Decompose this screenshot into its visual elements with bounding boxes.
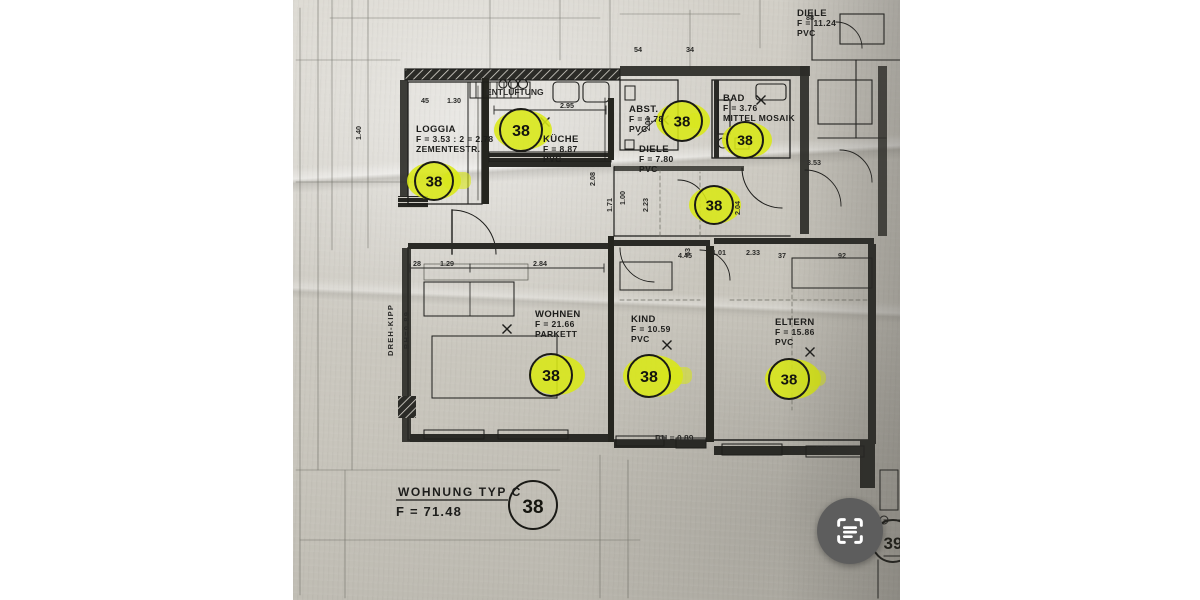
svg-text:KÜCHE: KÜCHE — [543, 134, 579, 145]
svg-text:PVC: PVC — [631, 334, 650, 344]
svg-text:PVC: PVC — [797, 28, 816, 38]
dimension-label: 3.53 — [807, 158, 821, 167]
document-scan-icon — [837, 518, 863, 544]
svg-text:F = 7.80: F = 7.80 — [639, 154, 674, 164]
unit-badge: 38 — [781, 371, 798, 388]
dimension-label: 1.71 — [605, 198, 614, 212]
dimension-label: 54 — [634, 45, 642, 54]
svg-text:F = 10.59: F = 10.59 — [631, 324, 671, 334]
svg-text:F = 3.53 : 2 = 2.78: F = 3.53 : 2 = 2.78 — [416, 134, 494, 144]
dimension-label: 1.01 — [712, 248, 726, 257]
svg-text:DIELE: DIELE — [639, 144, 669, 155]
svg-text:F = 3.76: F = 3.76 — [723, 103, 758, 113]
dimension-label: 2.23 — [641, 198, 650, 212]
plan-annotation: BH = 0.89 — [793, 444, 832, 454]
dimension-label: 2.04 — [733, 201, 742, 215]
unit-badge: 38 — [640, 369, 658, 386]
svg-text:BAD: BAD — [723, 93, 745, 104]
svg-text:WOHNEN: WOHNEN — [535, 309, 581, 320]
svg-text:PVC: PVC — [629, 124, 648, 134]
svg-text:F = 8.87: F = 8.87 — [543, 144, 578, 154]
svg-text:ELTERN: ELTERN — [775, 317, 815, 328]
dimension-label: 4.45 — [678, 251, 692, 260]
svg-text:LOGGIA: LOGGIA — [416, 124, 456, 135]
neighbor-unit-badge: 39 — [884, 534, 900, 553]
dimension-label: 63 — [683, 248, 692, 256]
dimension-label: 1.00 — [618, 191, 627, 205]
dimension-label: 88 — [806, 13, 814, 22]
svg-text:PVC: PVC — [543, 154, 562, 164]
title-block-heading: WOHNUNG TYP C — [398, 485, 522, 499]
unit-badge: 38 — [512, 123, 530, 140]
plan-annotation: DREH-KIPP — [386, 304, 395, 356]
svg-text:MITTEL MOSAIK: MITTEL MOSAIK — [723, 113, 796, 123]
plan-annotation: BH=0.89 — [402, 311, 411, 349]
svg-text:DIELE: DIELE — [797, 8, 827, 19]
dimension-label: 1.30 — [447, 96, 461, 105]
svg-text:ABST.: ABST. — [629, 104, 658, 115]
dimension-label: 45 — [421, 96, 429, 105]
scan-document-button[interactable] — [817, 498, 883, 564]
plan-annotation: BH = 0.89 — [655, 433, 694, 443]
unit-badge: 38 — [737, 132, 753, 148]
dimension-label: 34 — [686, 45, 694, 54]
dimension-label: 2.95 — [560, 101, 574, 110]
unit-badge: 38 — [426, 173, 443, 190]
plan-annotation: ENTLÜFTUNG — [486, 87, 544, 97]
svg-text:ZEMENTESTR.: ZEMENTESTR. — [416, 144, 480, 154]
svg-text:PARKETT: PARKETT — [535, 329, 578, 339]
svg-text:F = 15.86: F = 15.86 — [775, 327, 815, 337]
title-block-area: F = 71.48 — [396, 504, 462, 519]
dimension-label: 28 — [413, 259, 421, 268]
unit-badge: 38 — [674, 113, 691, 130]
svg-text:F = 21.66: F = 21.66 — [535, 319, 575, 329]
dimension-label: 1.29 — [440, 259, 454, 268]
svg-text:F = 1.78: F = 1.78 — [629, 114, 664, 124]
title-block-unit-badge: 38 — [522, 497, 543, 518]
dimension-label: 2.01 — [643, 117, 652, 131]
dimension-label: 2.33 — [746, 248, 760, 257]
dimension-label: 37 — [778, 251, 786, 260]
dimension-label: 1.40 — [354, 126, 363, 140]
dimension-label: 2.08 — [588, 172, 597, 186]
svg-text:F = 11.24: F = 11.24 — [797, 18, 836, 28]
unit-badge: 38 — [706, 197, 723, 214]
svg-text:PVC: PVC — [639, 164, 658, 174]
svg-text:KIND: KIND — [631, 314, 656, 325]
unit-badge: 38 — [542, 368, 560, 385]
dimension-label: 2.84 — [533, 259, 547, 268]
svg-text:PVC: PVC — [775, 337, 794, 347]
dimension-label: 92 — [838, 251, 846, 260]
